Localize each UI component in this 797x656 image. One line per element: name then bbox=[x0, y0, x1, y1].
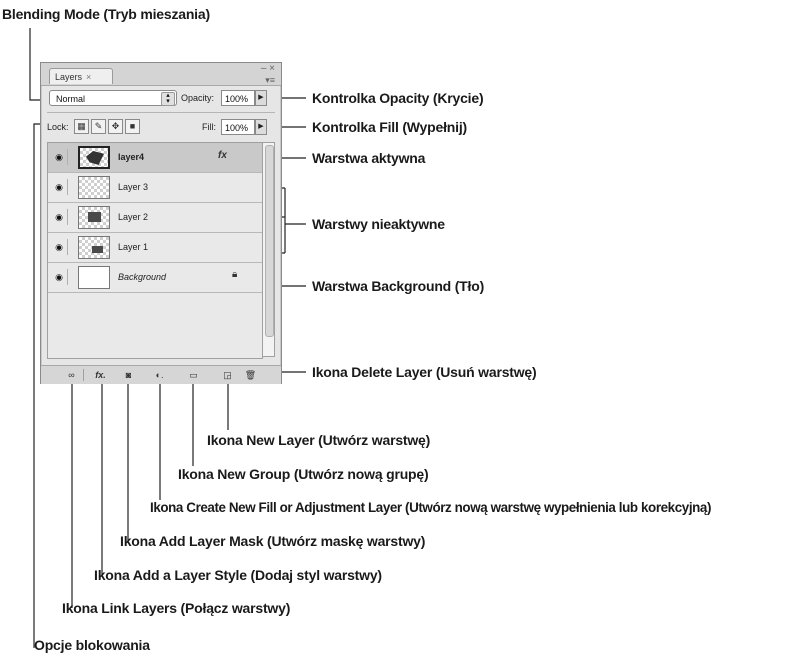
window-controls-icon[interactable]: – × bbox=[260, 63, 275, 74]
blend-opacity-row: Normal ▴▾ Opacity: 100% ▶ bbox=[47, 90, 275, 108]
callout-active-layer: Warstwa aktywna bbox=[312, 150, 426, 166]
layers-scrollbar[interactable] bbox=[262, 142, 275, 357]
layer-name: layer4 bbox=[118, 152, 145, 162]
tab-layers-label: Layers bbox=[55, 72, 83, 82]
layer-row-layer3[interactable]: ◉ Layer 3 bbox=[48, 173, 262, 203]
layer-thumbnail bbox=[78, 206, 110, 229]
tab-close-icon[interactable]: × bbox=[86, 72, 92, 82]
folder-icon[interactable]: ▭ bbox=[189, 370, 198, 380]
lock-label: Lock: bbox=[47, 122, 69, 132]
layer-name: Layer 1 bbox=[118, 242, 149, 252]
eye-icon[interactable]: ◉ bbox=[51, 179, 68, 195]
layers-panel: Layers× – × ▾≡ Normal ▴▾ Opacity: 100% ▶… bbox=[40, 62, 282, 384]
padlock-icon: 🔒︎ bbox=[232, 269, 238, 280]
callout-layer-mask: Ikona Add Layer Mask (Utwórz maskę warst… bbox=[120, 533, 426, 549]
callout-link-layers: Ikona Link Layers (Połącz warstwy) bbox=[62, 600, 291, 616]
tab-layers[interactable]: Layers× bbox=[49, 68, 113, 84]
eye-icon[interactable]: ◉ bbox=[51, 239, 68, 255]
new-layer-icon[interactable]: ◲ bbox=[223, 370, 232, 380]
lock-fill-row: Lock: ▦ ✎ ✥ ■ Fill: 100% ▶ bbox=[47, 119, 275, 137]
blend-mode-select[interactable]: Normal ▴▾ bbox=[49, 90, 177, 106]
panel-menu-icon[interactable]: ▾≡ bbox=[265, 75, 275, 85]
panel-tab-bar: Layers× – × ▾≡ bbox=[41, 63, 281, 86]
panel-bottom-bar: ∞ fx. ◙ ◐. ▭ ◲ 🗑︎ bbox=[41, 365, 281, 384]
eye-icon[interactable]: ◉ bbox=[51, 209, 68, 225]
layer-mask-icon[interactable]: ◙ bbox=[125, 370, 132, 380]
opacity-label: Opacity: bbox=[181, 93, 215, 103]
callout-blending-mode: Blending Mode (Tryb mieszania) bbox=[2, 6, 210, 22]
layer-row-layer4[interactable]: ◉ layer4 fx bbox=[48, 143, 262, 173]
eye-icon[interactable]: ◉ bbox=[51, 149, 68, 165]
callout-fill: Kontrolka Fill (Wypełnij) bbox=[312, 119, 467, 135]
opacity-slider-arrow-icon[interactable]: ▶ bbox=[255, 90, 267, 106]
link-icon[interactable]: ∞ bbox=[68, 370, 75, 380]
callout-layer-style: Ikona Add a Layer Style (Dodaj styl wars… bbox=[94, 567, 382, 583]
layers-list: ◉ layer4 fx ◉ Layer 3 ◉ Layer 2 ◉ Layer … bbox=[47, 142, 263, 359]
layer-name: Layer 2 bbox=[118, 212, 149, 222]
divider bbox=[47, 112, 275, 113]
lock-transparent-icon[interactable]: ▦ bbox=[74, 119, 89, 134]
callout-delete-layer: Ikona Delete Layer (Usuń warstwę) bbox=[312, 364, 537, 380]
fill-label: Fill: bbox=[202, 122, 216, 132]
fill-slider-arrow-icon[interactable]: ▶ bbox=[255, 119, 267, 135]
layer-thumbnail bbox=[78, 176, 110, 199]
layer-row-layer2[interactable]: ◉ Layer 2 bbox=[48, 203, 262, 233]
adjustment-layer-icon[interactable]: ◐. bbox=[155, 370, 164, 380]
scrollbar-thumb[interactable] bbox=[265, 145, 274, 337]
lock-pixels-brush-icon[interactable]: ✎ bbox=[91, 119, 106, 134]
callout-background-layer: Warstwa Background (Tło) bbox=[312, 278, 485, 294]
updown-arrow-icon: ▴▾ bbox=[161, 92, 175, 106]
blend-mode-value: Normal bbox=[56, 94, 86, 104]
fill-input[interactable]: 100% bbox=[221, 119, 255, 135]
opacity-input[interactable]: 100% bbox=[221, 90, 255, 106]
layer-name: Background bbox=[118, 272, 167, 282]
lock-position-move-icon[interactable]: ✥ bbox=[108, 119, 123, 134]
trash-icon[interactable]: 🗑︎ bbox=[244, 370, 257, 380]
lock-all-padlock-icon[interactable]: ■ bbox=[125, 119, 140, 134]
callout-lock-options: Opcje blokowania bbox=[34, 637, 150, 653]
divider bbox=[83, 369, 84, 381]
eye-icon[interactable]: ◉ bbox=[51, 269, 68, 285]
layer-thumbnail bbox=[78, 266, 110, 289]
callout-fill-adjustment: Ikona Create New Fill or Adjustment Laye… bbox=[150, 500, 712, 515]
callout-new-layer: Ikona New Layer (Utwórz warstwę) bbox=[207, 432, 431, 448]
callout-inactive-layers: Warstwy nieaktywne bbox=[312, 216, 445, 232]
callout-opacity: Kontrolka Opacity (Krycie) bbox=[312, 90, 484, 106]
layer-thumbnail bbox=[78, 236, 110, 259]
layer-row-layer1[interactable]: ◉ Layer 1 bbox=[48, 233, 262, 263]
fx-icon[interactable]: fx. bbox=[95, 370, 106, 380]
layer-thumbnail bbox=[78, 146, 110, 169]
callout-new-group: Ikona New Group (Utwórz nową grupę) bbox=[178, 466, 429, 482]
layer-name: Layer 3 bbox=[118, 182, 149, 192]
fx-icon[interactable]: fx bbox=[218, 150, 227, 161]
layer-row-background[interactable]: ◉ Background 🔒︎ bbox=[48, 263, 262, 293]
